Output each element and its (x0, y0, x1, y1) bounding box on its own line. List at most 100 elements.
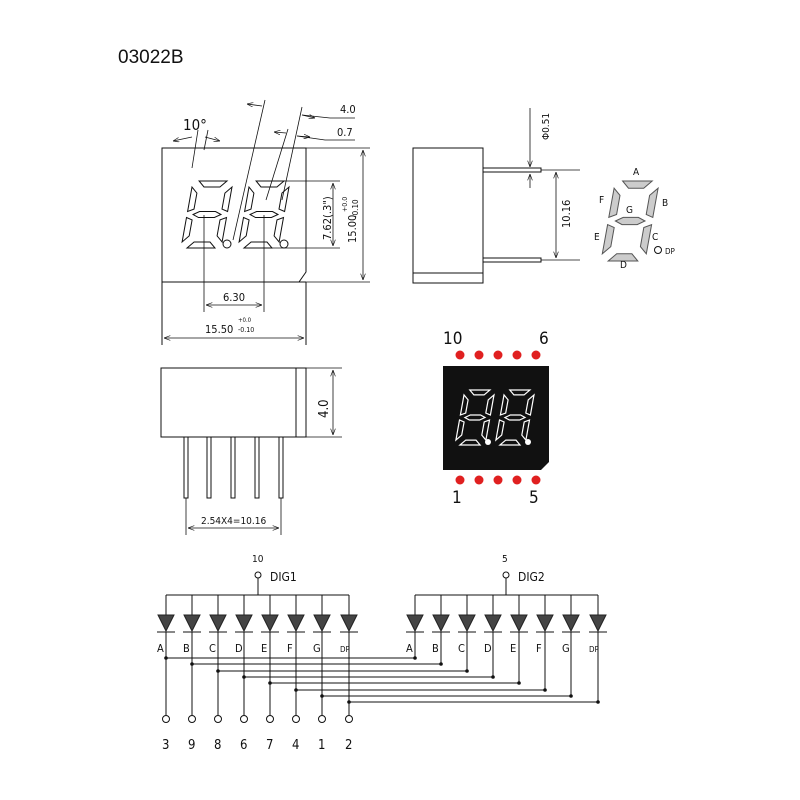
dig2-led-diode-dp (589, 614, 607, 633)
bottom-pin (230, 436, 236, 499)
segment-pin-number: 7 (266, 738, 273, 753)
front-body-lower (161, 281, 307, 345)
dig1-led-diode-a (157, 614, 175, 633)
dig1-led-diode-f (287, 614, 305, 633)
segment-e (601, 223, 615, 256)
segment-b (525, 393, 535, 416)
dim-segment-thickness: 0.7 (337, 126, 353, 139)
pin-dot-top (455, 350, 465, 360)
dig2-segment-label: DP (589, 645, 600, 654)
segment-a (621, 180, 654, 189)
dig1-segment-label: B (183, 642, 190, 655)
segment-c (481, 419, 491, 442)
dig2-led-diode-b (432, 614, 450, 633)
segment-e (238, 216, 250, 244)
display-dp-2 (525, 439, 531, 445)
dig1-segment-label: E (261, 642, 267, 655)
segment-d (458, 439, 482, 446)
segment-e (495, 419, 505, 442)
segment-d (185, 241, 217, 249)
digit-1-outline (181, 180, 233, 249)
dim-height-tol-minus: -0.10 (351, 199, 360, 218)
segment-pin-terminal (345, 715, 353, 723)
bottom-view: 4.0 2.54X4=10.16 (160, 367, 342, 535)
segment-pin-terminal (214, 715, 222, 723)
segment-pin-terminal (318, 715, 326, 723)
dig1-segment-label: G (313, 642, 321, 655)
pin-dot-top (493, 350, 503, 360)
segment-g (503, 414, 527, 421)
segment-a (198, 180, 229, 188)
segment-pin-number: 3 (162, 738, 169, 753)
dig2-segment-label: B (432, 642, 439, 655)
segment-e (181, 216, 193, 244)
segment-label-d: D (620, 260, 627, 271)
segment-pin-terminal (292, 715, 300, 723)
segment-pin-terminal (162, 715, 170, 723)
dig2-label: DIG2 (518, 570, 545, 584)
segment-f (459, 393, 469, 416)
part-number-title: 03022B (118, 47, 184, 68)
segment-g (191, 211, 223, 218)
dim-segment-width: 4.0 (340, 103, 356, 116)
segment-pin-number: 4 (292, 738, 299, 753)
dig2-segment-label: E (510, 642, 516, 655)
dig2-segment-label: C (458, 642, 465, 655)
dim-width-tol-plus: +0.0 (238, 317, 252, 324)
dig2-common-terminal (502, 571, 510, 579)
segment-label-dp: DP (665, 247, 676, 256)
bottom-body (160, 367, 307, 438)
pin-dot-bottom (531, 475, 541, 485)
segment-label-a: A (633, 167, 640, 178)
segment-c (273, 216, 285, 244)
segment-label-c: C (652, 232, 658, 243)
pin-dot-top (512, 350, 522, 360)
segment-pin-number: 9 (188, 738, 195, 753)
pin-dot-bottom (493, 475, 503, 485)
dig1-led-diode-c (209, 614, 227, 633)
segment-e (455, 419, 465, 442)
segment-b (645, 186, 659, 219)
angle-label: 10° (183, 116, 207, 134)
side-view: 10.16 Φ0.51 (412, 108, 580, 284)
pin-label-6: 6 (539, 329, 549, 349)
segment-b (485, 393, 495, 416)
side-body (412, 147, 484, 284)
segment-pin-terminal (240, 715, 248, 723)
dig2-segment-label: D (484, 642, 492, 655)
segment-label-b: B (662, 198, 668, 209)
display-dp-1 (485, 439, 491, 445)
bottom-pin (254, 436, 260, 499)
dig2-led-diode-g (562, 614, 580, 633)
segment-pin-number: 1 (318, 738, 325, 753)
dim-depth: 4.0 (317, 399, 332, 418)
segment-c (216, 216, 228, 244)
side-pin-bottom (483, 257, 542, 263)
dig1-segment-label: C (209, 642, 216, 655)
pin-dot-bottom (474, 475, 484, 485)
dig1-led-diode-d (235, 614, 253, 633)
dim-digit-height: 7.62(.3") (321, 196, 334, 240)
dim-width: 15.50 (205, 323, 233, 336)
dim-pin-pitch: 2.54X4=10.16 (201, 516, 266, 527)
digit-2-dp (279, 239, 289, 249)
dig1-led-diode-dp (340, 614, 358, 633)
pin-dot-bottom (512, 475, 522, 485)
segment-d (606, 253, 639, 262)
pin-dot-top (474, 350, 484, 360)
dim-digit-pitch: 6.30 (223, 291, 245, 304)
segment-f (499, 393, 509, 416)
pinout-view: 10 6 1 5 (443, 329, 549, 508)
digit-1-dp (222, 239, 232, 249)
dim-pin-diameter: Φ0.51 (541, 113, 552, 140)
dim-pin-spacing: 10.16 (560, 200, 573, 228)
dim-height-tol-plus: +0.0 (341, 197, 349, 212)
front-view: 10° 4.0 0.7 7.62(.3") +0.0 -0.10 15.00 6… (161, 99, 370, 345)
bottom-pin (206, 436, 212, 499)
dig1-led-diode-e (261, 614, 279, 633)
pin-label-1: 1 (452, 488, 462, 508)
segment-b (221, 185, 233, 213)
segment-pin-number: 2 (345, 738, 352, 753)
segment-f (243, 185, 255, 213)
